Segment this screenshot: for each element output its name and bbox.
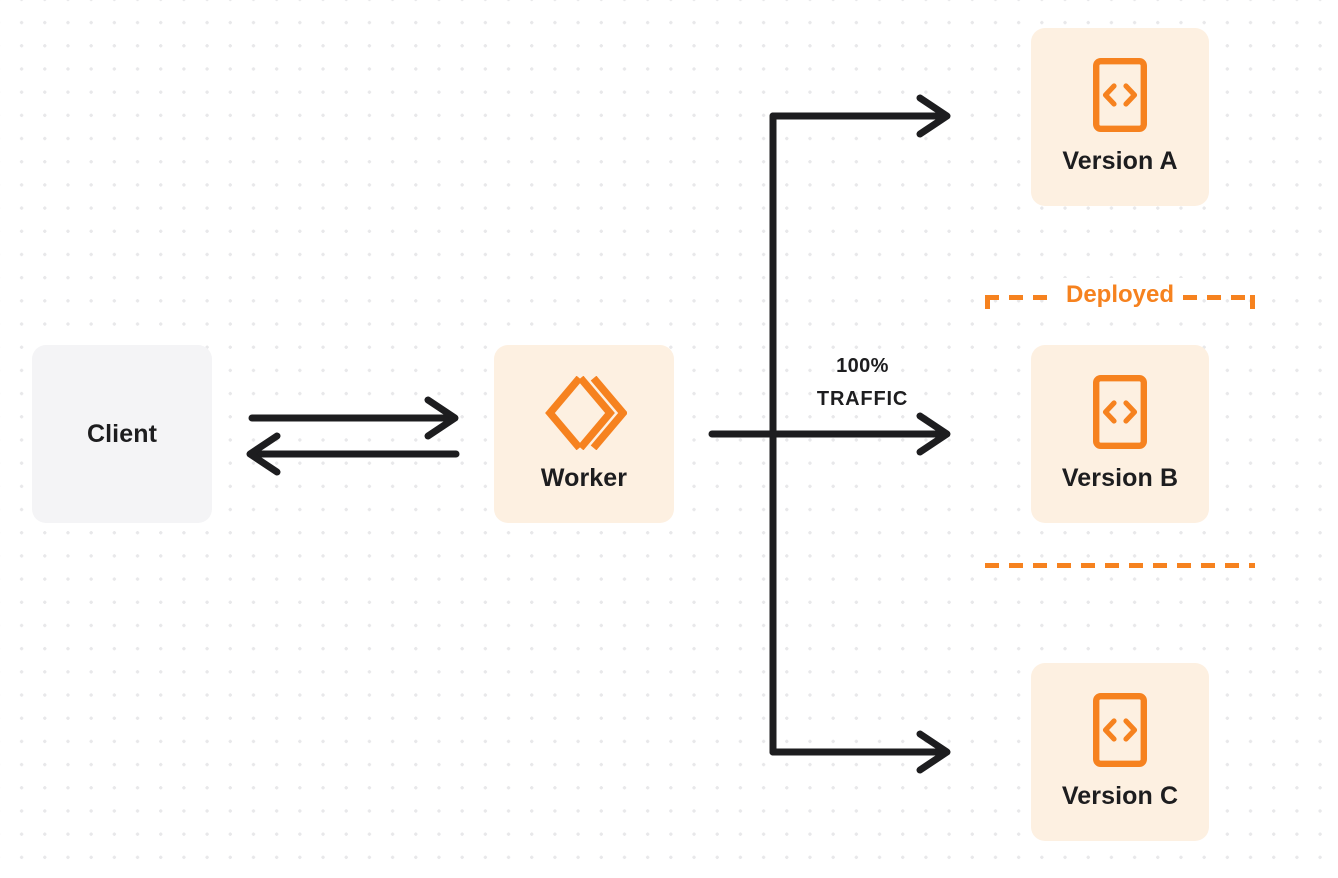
node-version-a[interactable]: Version A: [1031, 28, 1209, 206]
version-a-label: Version A: [1062, 147, 1178, 175]
deployed-border-top-right: [1183, 295, 1255, 300]
version-c-label: Version C: [1061, 782, 1179, 810]
code-brackets-icon: [1093, 375, 1147, 449]
code-brackets-icon: [1093, 693, 1147, 767]
deployed-border-top-left: [985, 295, 1057, 300]
node-worker[interactable]: Worker: [494, 345, 674, 523]
node-version-c[interactable]: Version C: [1031, 663, 1209, 841]
worker-label: Worker: [540, 463, 628, 492]
deployed-border-bottom: [985, 563, 1255, 568]
arrow-client-to-worker: [248, 396, 459, 440]
node-version-b[interactable]: Version B: [1031, 345, 1209, 523]
arrow-worker-to-version-a: [769, 94, 951, 138]
deployed-badge-label: Deployed: [1056, 278, 1184, 312]
node-client[interactable]: Client: [32, 345, 212, 523]
deployed-border-right: [1250, 295, 1255, 568]
client-label: Client: [86, 419, 158, 448]
arrow-worker-to-version-c: [769, 730, 951, 774]
deployed-group-frame: Deployed: [985, 278, 1255, 568]
traffic-percent-value: 100%: [836, 355, 889, 377]
arrow-worker-to-client: [246, 432, 460, 476]
cloudflare-workers-logo-icon: [541, 375, 628, 450]
arrow-worker-to-version-b: [769, 412, 951, 456]
version-b-label: Version B: [1061, 464, 1179, 492]
deployed-border-left: [985, 295, 990, 568]
traffic-percentage-label: 100% TRAFFIC: [790, 350, 935, 416]
code-brackets-icon: [1093, 58, 1147, 132]
traffic-word: TRAFFIC: [816, 388, 909, 410]
